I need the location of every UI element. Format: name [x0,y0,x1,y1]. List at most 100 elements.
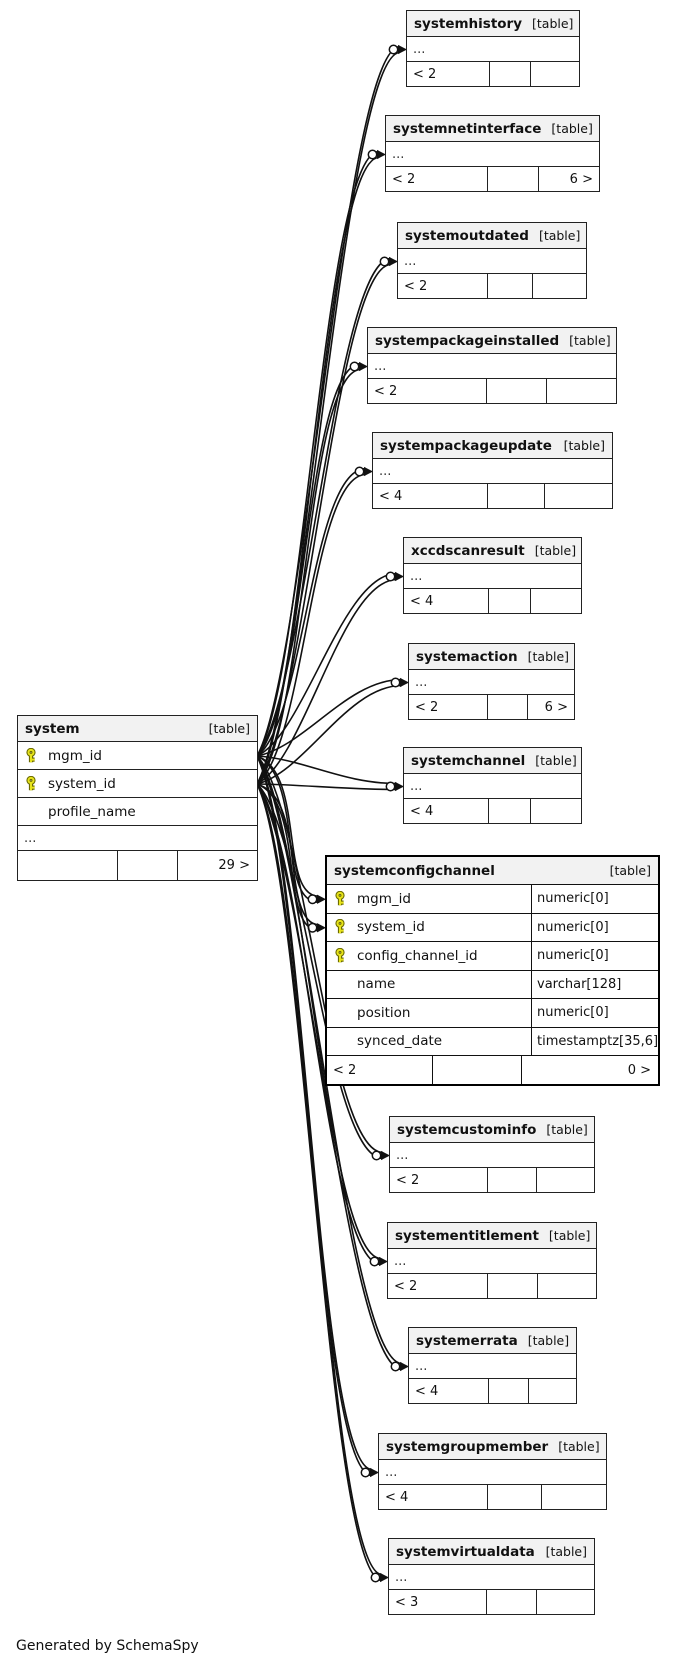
footer-right [529,1379,576,1403]
table-tag: [table] [546,1122,588,1137]
footer-left: < 4 [379,1485,488,1509]
footer-left: < 2 [409,695,489,719]
table-systemnetinterface: systemnetinterface [table] ... < 2 6 > [385,115,600,192]
primary-key-icon [26,775,36,790]
table-name[interactable]: systemcustominfo [397,1121,537,1138]
table-systemgroupmember: systemgroupmember [table] ... < 4 [378,1433,607,1510]
column-name: system_id [48,775,116,792]
footer-right [547,379,616,403]
footer-mid [488,1168,537,1192]
table-tag: [table] [548,1228,591,1243]
footer-mid [489,1379,530,1403]
column-row-mgm-id: mgm_id [18,742,257,770]
table-name[interactable]: systemoutdated [405,227,529,244]
table-name[interactable]: system [25,720,80,737]
table-systemvirtualdata: systemvirtualdata [table] ... < 3 [388,1538,595,1615]
footer-right: 6 > [544,699,568,715]
columns-ellipsis: ... [404,564,581,589]
footer-left: < 4 [409,1379,490,1403]
primary-key-icon [335,947,345,963]
table-tag: [table] [535,753,577,768]
footer-right [531,589,581,613]
table-header: systementitlement [table] [388,1223,596,1249]
footer-right [537,1168,594,1192]
column-name-cell: mgm_id [327,885,531,913]
table-name[interactable]: systemnetinterface [393,120,542,137]
table-footer: < 4 [404,799,581,823]
table-tag: [table] [534,543,577,558]
column-row-profile-name: profile_name [18,798,257,826]
table-footer: < 2 0 > [327,1056,658,1084]
footer-mid [488,695,528,719]
table-systemerrata: systemerrata [table] ... < 4 [408,1327,577,1404]
footer-left: < 2 [398,274,489,298]
table-name[interactable]: xccdscanresult [411,542,525,559]
table-footer: 29 > [18,851,257,880]
footer-right [537,1590,594,1614]
footer-right: 6 > [569,171,593,187]
columns-ellipsis: ... [373,459,612,484]
table-header: systempackageinstalled [table] [368,328,616,354]
column-name: position [357,1004,411,1021]
table-header: systemnetinterface [table] [386,116,599,142]
columns-ellipsis: ... [379,1460,606,1485]
footer-right [531,62,579,86]
table-header: systemoutdated [table] [398,223,586,249]
column-type: varchar[128] [531,970,658,998]
column-name-cell: config_channel_id [327,942,531,970]
column-type: numeric[0] [531,942,658,970]
footer-right [538,1274,596,1298]
footer-left: < 2 [388,1274,488,1298]
table-name[interactable]: systemhistory [414,15,523,32]
table-name[interactable]: systementitlement [395,1227,539,1244]
column-name: name [357,976,396,993]
column-row-name: name varchar[128] [327,970,658,999]
column-name-cell: position [327,999,531,1027]
table-systemaction: systemaction [table] ... < 2 6 > [408,643,575,720]
table-tag: [table] [208,721,250,736]
footer-left: < 4 [404,589,489,613]
table-name[interactable]: systemaction [416,648,518,665]
table-header: systemvirtualdata [table] [389,1539,594,1565]
table-tag: [table] [609,863,651,878]
footer-left: < 2 [407,62,490,86]
column-type: numeric[0] [531,913,658,941]
column-row-system-id: system_id [18,770,257,798]
table-footer: < 4 [379,1485,606,1509]
table-name[interactable]: systemvirtualdata [396,1543,535,1560]
footer-mid [488,274,534,298]
table-name[interactable]: systempackageinstalled [375,332,560,349]
generated-by-note: Generated by SchemaSpy [16,1638,199,1654]
table-footer: < 2 [390,1168,594,1192]
table-tag: [table] [545,1544,587,1559]
table-systemcustominfo: systemcustominfo [table] ... < 2 [389,1116,595,1193]
column-name-cell: synced_date [327,1028,531,1056]
footer-mid [489,799,532,823]
table-name[interactable]: systemconfigchannel [334,862,495,879]
table-systemhistory: systemhistory [table] ... < 2 [406,10,580,87]
footer-mid [488,1274,538,1298]
footer-left [18,851,119,880]
table-tag: [table] [532,16,574,31]
columns-ellipsis: ... [409,1354,576,1379]
column-name: profile_name [48,803,136,820]
table-tag: [table] [558,1439,600,1454]
table-name[interactable]: systemgroupmember [386,1438,549,1455]
column-name-cell: name [327,971,531,999]
table-systemoutdated: systemoutdated [table] ... < 2 [397,222,587,299]
table-name[interactable]: systemerrata [416,1332,518,1349]
footer-left: < 4 [373,484,488,508]
table-tag: [table] [569,333,611,348]
primary-key-icon [26,747,36,762]
footer-right [545,484,612,508]
footer-left: < 2 [327,1056,433,1084]
table-systempackageinstalled: systempackageinstalled [table] ... < 2 [367,327,617,404]
table-name[interactable]: systemchannel [411,752,526,769]
column-type: numeric[0] [531,999,658,1027]
column-type: timestamptz[35,6] [531,1027,663,1055]
table-name[interactable]: systempackageupdate [380,437,552,454]
columns-ellipsis: ... [390,1143,594,1168]
footer-mid [488,1485,543,1509]
column-row-config-channel-id: config_channel_id numeric[0] [327,942,658,971]
column-name: system_id [357,919,425,936]
